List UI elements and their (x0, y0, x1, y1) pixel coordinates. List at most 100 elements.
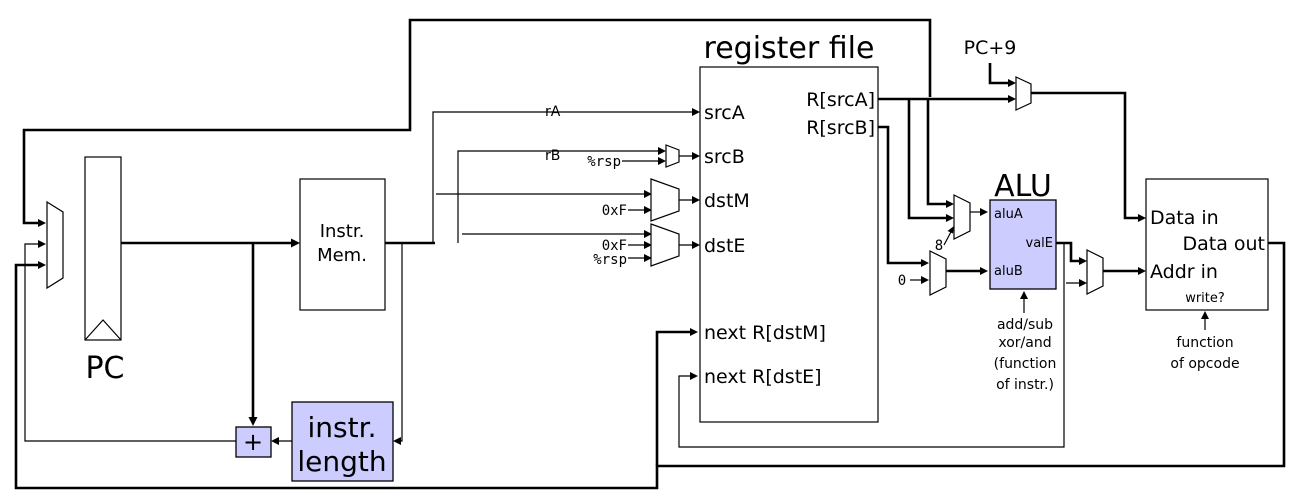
instruction-memory (299, 178, 386, 311)
valE-to-memmux (1056, 241, 1083, 263)
const-0-label: 0 (898, 273, 906, 289)
alu-op-note-3: (function (994, 356, 1057, 372)
jump-target-loop (22, 18, 932, 225)
imem-label-line1: Instr. (320, 221, 365, 242)
arrowhead (644, 190, 652, 198)
mem-port-data-in: Data in (1150, 207, 1219, 229)
aluA-mux (953, 194, 971, 240)
pc-label: PC (85, 351, 124, 386)
adder-symbol: + (243, 428, 263, 456)
const-0xF-dstM-label: 0xF (602, 203, 627, 219)
srcB-mux (665, 144, 680, 168)
data-in-mux (1015, 76, 1032, 111)
imem-label-line2: Mem. (317, 245, 367, 266)
arrowhead (692, 196, 700, 204)
pc-register (84, 156, 122, 341)
arrowhead (946, 200, 954, 208)
mem-port-addr-in: Addr in (1150, 261, 1218, 283)
dstE-mux (650, 223, 680, 267)
srcA-to-aluA-mux (907, 99, 950, 220)
imem-to-length-wire (396, 243, 403, 442)
rA-field-wire (432, 111, 696, 243)
alu-port-aluB: aluB (994, 264, 1023, 279)
register-file-title: register file (704, 31, 875, 66)
data-memory (1145, 178, 1269, 311)
instr-length-line2: length (297, 445, 386, 478)
mem-port-write: write? (1185, 291, 1225, 306)
dstM-mux (650, 178, 680, 222)
valE-to-next-dstE (678, 243, 1065, 448)
arrowhead (1008, 79, 1016, 87)
arrowhead (644, 206, 652, 214)
arrowhead (692, 241, 700, 249)
arrowhead (658, 157, 666, 165)
arrowhead (921, 276, 929, 284)
rB-field-wire (457, 150, 662, 243)
port-dstM: dstM (704, 190, 750, 212)
data-out-to-next-dstM (655, 330, 692, 466)
arrowhead (692, 108, 700, 116)
port-out-srcB: R[srcB] (806, 117, 875, 139)
pc-mux (46, 200, 64, 290)
alu-port-aluA: aluA (994, 207, 1023, 222)
arrowhead (393, 437, 401, 445)
arrowhead (38, 240, 46, 248)
instr-length-unit (291, 401, 394, 482)
arrowhead (291, 238, 300, 248)
alu-port-valE: valE (1026, 236, 1054, 251)
pc-plus-9-wire (988, 63, 1012, 85)
arrowhead (644, 241, 652, 249)
arrowhead (1079, 279, 1087, 287)
alu-op-note-2: xor/and (998, 335, 1051, 351)
clock-edge-icon (84, 319, 122, 341)
alu (989, 199, 1057, 290)
return-address-loop (14, 241, 1286, 490)
arrowhead (1138, 214, 1146, 222)
addr-in-mux (1086, 249, 1104, 295)
arrowhead (271, 437, 279, 445)
rsp-dstE-label: %rsp (593, 252, 627, 268)
arrowhead (947, 226, 954, 234)
arrowhead (248, 417, 258, 426)
arrowhead (690, 328, 698, 336)
arrowhead (38, 219, 46, 227)
arrowhead (946, 214, 954, 222)
srcB-to-aluB-mux (878, 125, 925, 265)
arrowhead (921, 259, 929, 267)
srcA-to-aluA-mux-2 (926, 99, 950, 206)
port-next-dstM: next R[dstM] (704, 322, 826, 344)
port-dstE: dstE (704, 235, 745, 257)
arrowhead (644, 230, 652, 238)
arrowhead (692, 152, 700, 160)
write-control-note-1: function (1176, 335, 1233, 351)
arrowhead (644, 254, 652, 262)
port-srcA: srcA (704, 102, 745, 124)
const-0xF-dstE-label: 0xF (602, 238, 627, 254)
alu-op-note-4: of instr.) (996, 377, 1054, 393)
mem-port-data-out: Data out (1182, 233, 1265, 255)
rA-label: rA (545, 104, 561, 120)
arrowhead (690, 372, 698, 380)
const-8-label: 8 (935, 238, 943, 254)
arrowhead (1020, 291, 1028, 299)
pc-plus-9-label: PC+9 (964, 37, 1017, 59)
adder-to-pcmux-wire (24, 243, 236, 442)
port-srcB: srcB (704, 146, 745, 168)
arrowhead (38, 261, 46, 269)
const-8-wire (943, 229, 953, 246)
datamux-to-datain (1031, 91, 1141, 220)
port-out-srcA: R[srcA] (806, 89, 875, 111)
alu-op-note-1: add/sub (997, 317, 1053, 333)
instr-length-line1: instr. (308, 411, 377, 444)
alu-title: ALU (994, 169, 1052, 204)
rB-label: rB (545, 148, 560, 164)
port-next-dstE: next R[dstE] (704, 366, 822, 388)
pc-adder (235, 426, 272, 458)
arrowhead (1138, 267, 1146, 275)
write-control-note-2: of opcode (1170, 356, 1239, 372)
register-file (699, 66, 879, 423)
arrowhead (1201, 311, 1209, 319)
arrowhead (1008, 95, 1016, 103)
